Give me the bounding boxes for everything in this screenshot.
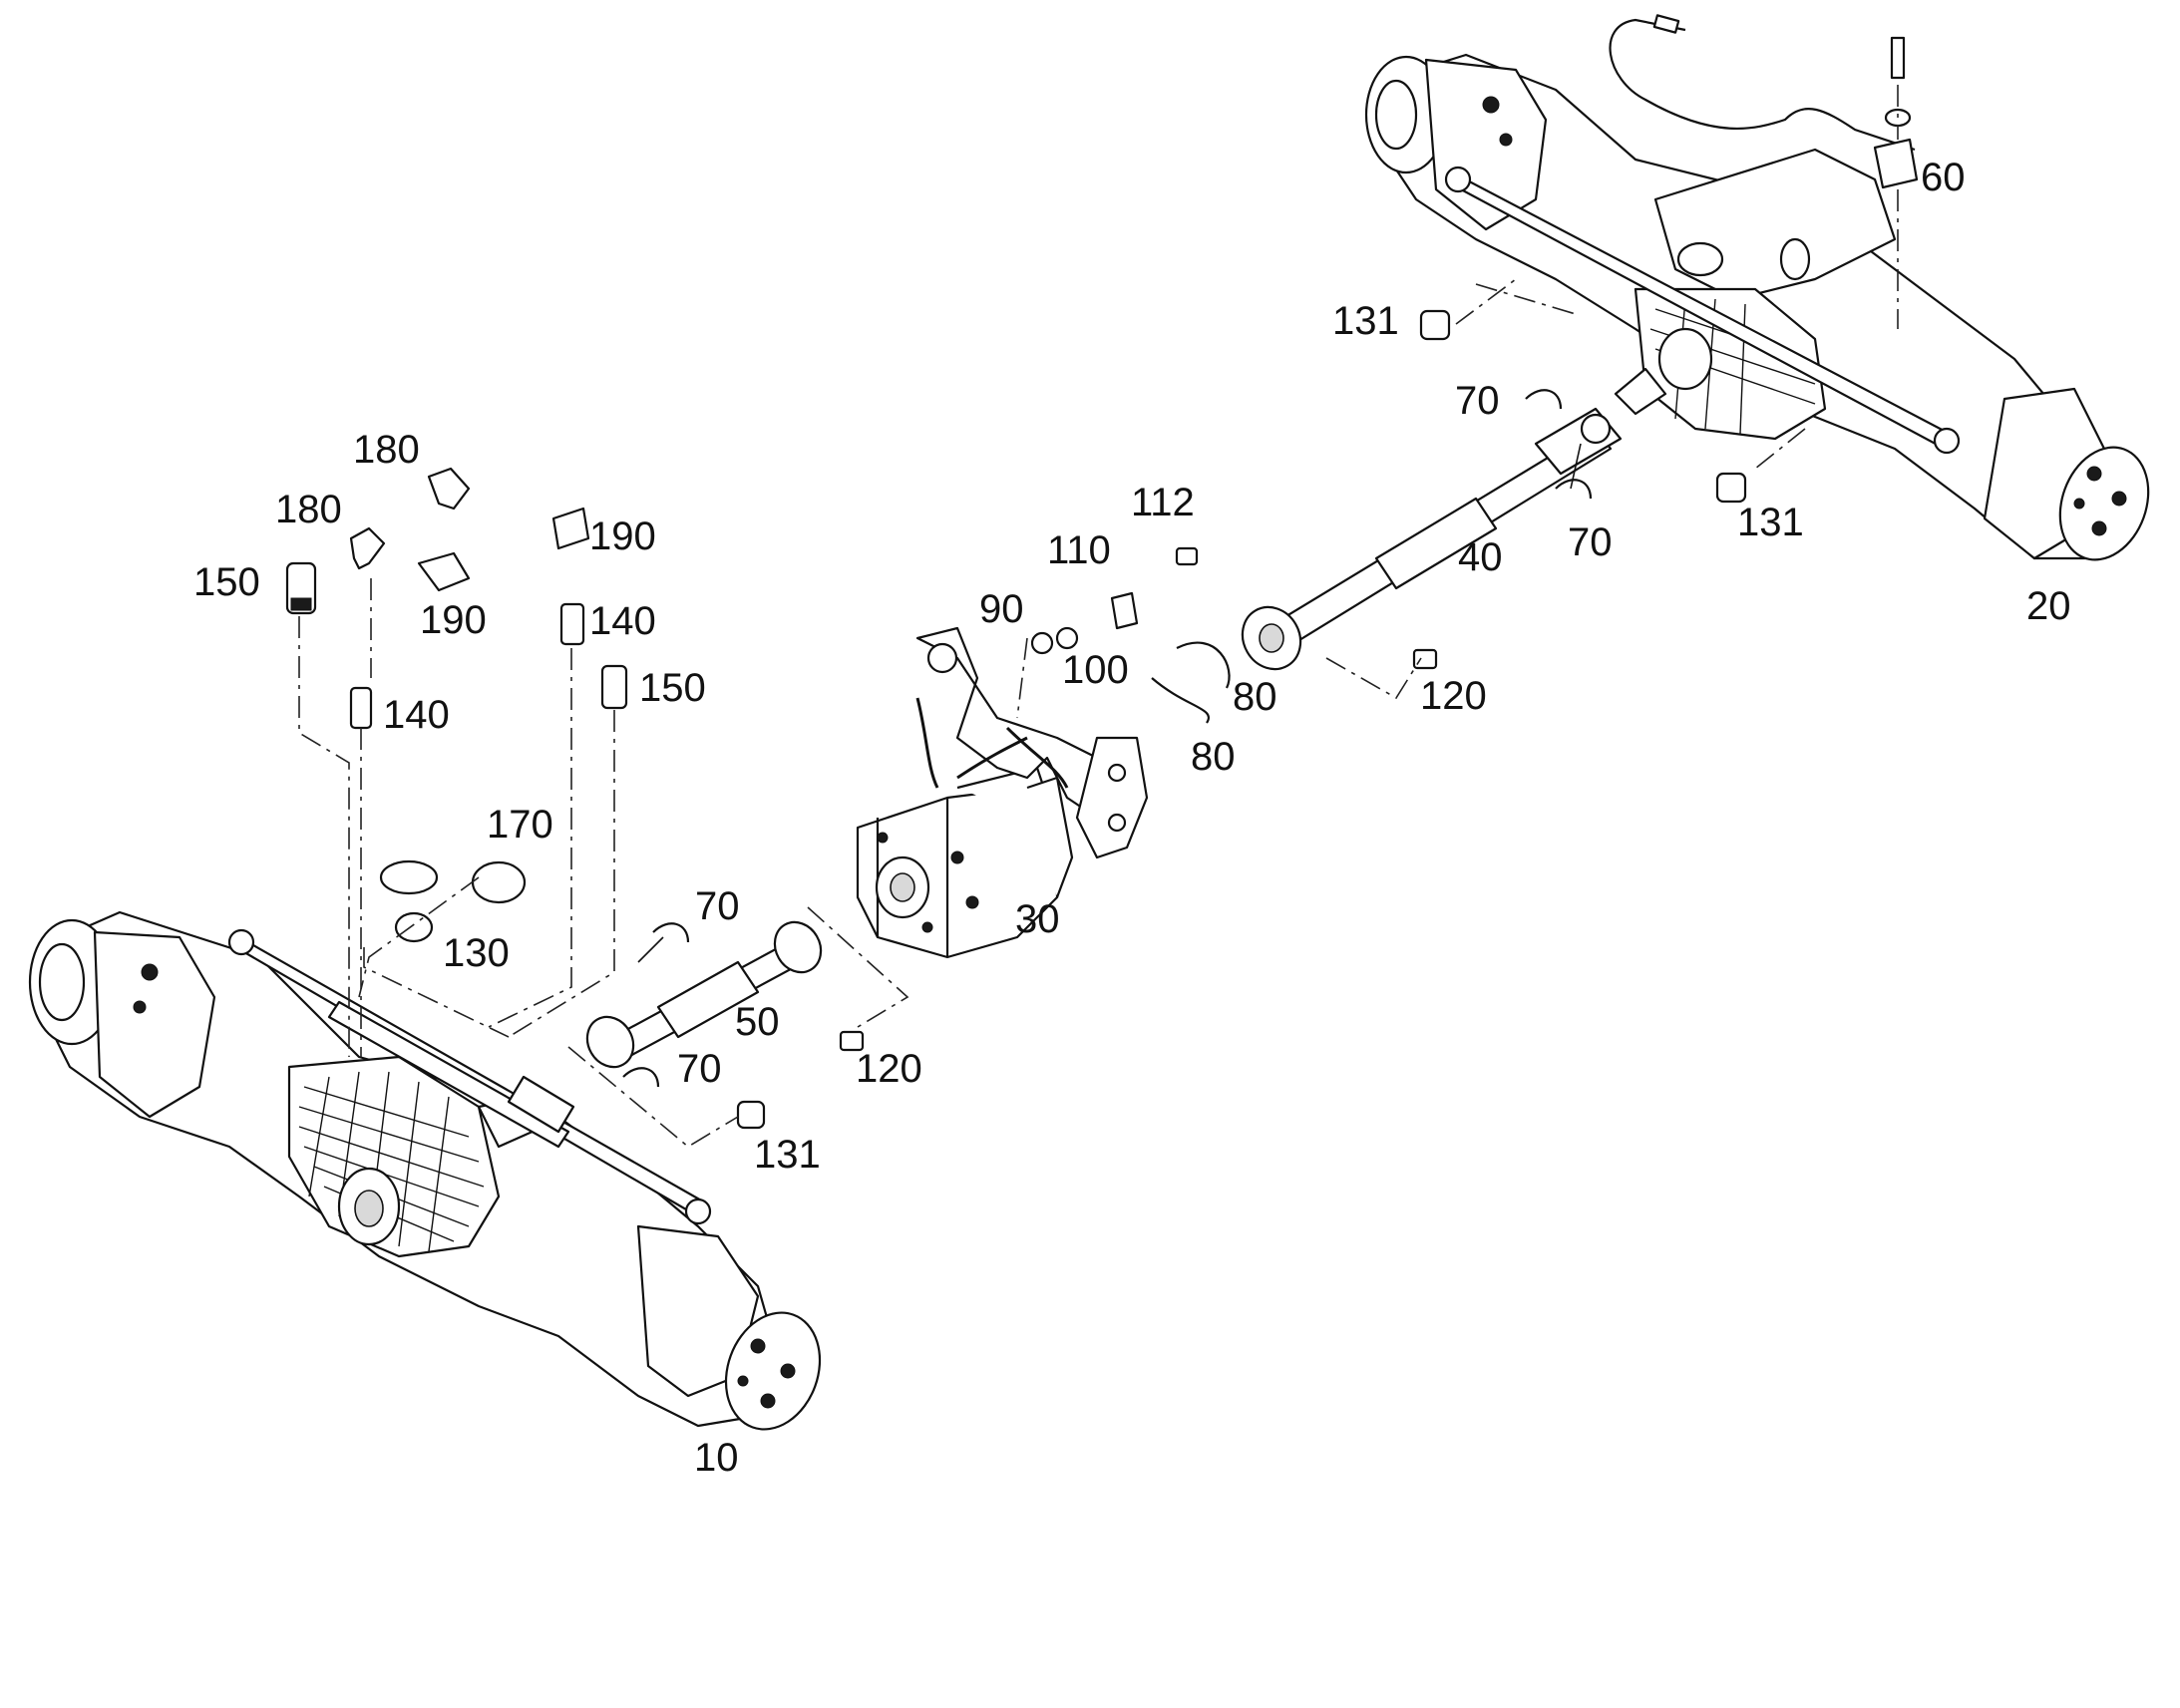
label-part-50[interactable]: 50 xyxy=(735,1000,780,1044)
label-part-10[interactable]: 10 xyxy=(694,1436,739,1480)
label-part-131a[interactable]: 131 xyxy=(1332,299,1399,343)
hydraulic-motor-assembly[interactable] xyxy=(856,626,1149,959)
label-part-30[interactable]: 30 xyxy=(1015,897,1060,941)
label-part-112[interactable]: 112 xyxy=(1131,481,1195,524)
part-labels: 10 20 30 40 50 60 70 70 70 70 80 80 90 1… xyxy=(193,156,2071,1480)
label-part-190b[interactable]: 190 xyxy=(420,598,487,642)
label-part-20[interactable]: 20 xyxy=(2026,584,2071,628)
label-part-150a[interactable]: 150 xyxy=(193,560,260,604)
label-part-190a[interactable]: 190 xyxy=(589,514,656,558)
label-part-80a[interactable]: 80 xyxy=(1233,675,1277,719)
label-part-140a[interactable]: 140 xyxy=(383,693,450,737)
leader-lines xyxy=(298,85,1899,1148)
propeller-shaft-front[interactable] xyxy=(578,913,830,1075)
label-part-70a[interactable]: 70 xyxy=(1455,379,1500,423)
label-part-120a[interactable]: 120 xyxy=(1420,674,1487,718)
label-part-180b[interactable]: 180 xyxy=(275,488,342,531)
label-part-100[interactable]: 100 xyxy=(1062,648,1129,692)
label-part-120b[interactable]: 120 xyxy=(856,1047,922,1091)
label-part-90[interactable]: 90 xyxy=(979,587,1024,631)
label-part-140b[interactable]: 140 xyxy=(589,599,656,643)
label-part-40[interactable]: 40 xyxy=(1458,535,1503,579)
label-part-150b[interactable]: 150 xyxy=(639,666,706,710)
label-part-80b[interactable]: 80 xyxy=(1191,735,1236,779)
label-part-70d[interactable]: 70 xyxy=(677,1047,722,1091)
rear-axle-assembly[interactable] xyxy=(1364,14,2163,572)
label-part-131b[interactable]: 131 xyxy=(1737,501,1804,544)
label-part-131c[interactable]: 131 xyxy=(754,1133,821,1177)
propeller-shaft-rear[interactable] xyxy=(1232,407,1623,680)
label-part-70c[interactable]: 70 xyxy=(695,884,740,928)
label-part-110[interactable]: 110 xyxy=(1047,528,1111,572)
label-part-180a[interactable]: 180 xyxy=(353,428,420,472)
front-axle-assembly[interactable] xyxy=(28,910,836,1443)
small-parts xyxy=(285,36,1919,1130)
label-part-70b[interactable]: 70 xyxy=(1568,520,1613,564)
label-part-130[interactable]: 130 xyxy=(443,931,510,975)
label-part-170[interactable]: 170 xyxy=(487,803,553,847)
label-part-60[interactable]: 60 xyxy=(1921,156,1966,199)
